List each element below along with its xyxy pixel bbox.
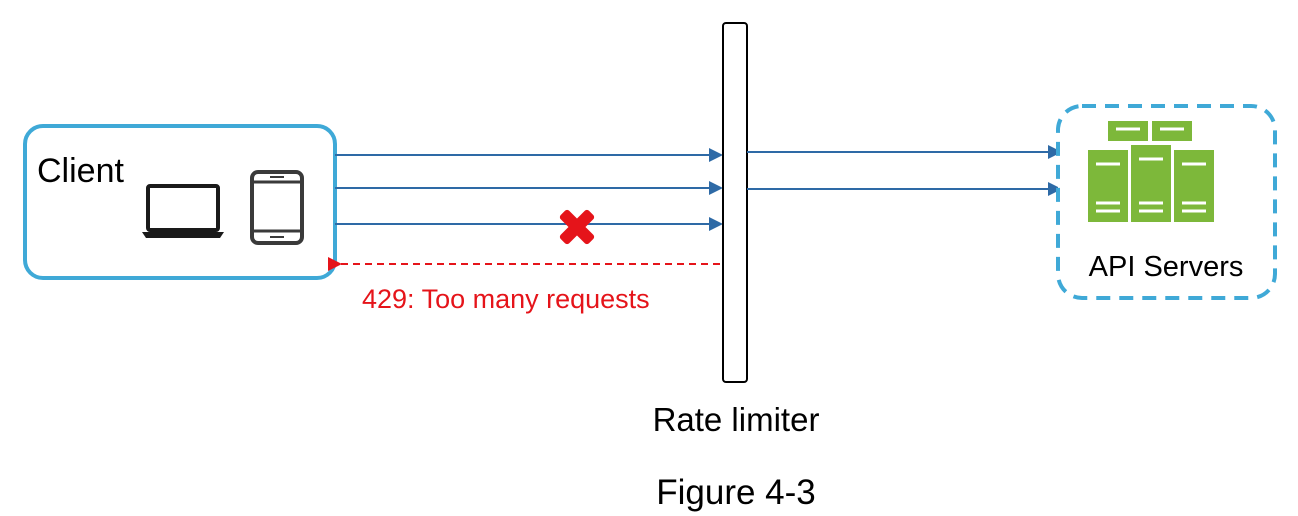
rate-limiter-label: Rate limiter (653, 401, 820, 438)
api-servers-node: API Servers (1056, 104, 1277, 300)
api-servers-label: API Servers (1089, 251, 1244, 283)
tablet-icon (250, 170, 304, 245)
rate-limiter-bar (722, 22, 748, 383)
figure-caption: Figure 4-3 (656, 473, 816, 512)
client-node: Client (23, 124, 337, 280)
client-label: Client (37, 152, 124, 190)
server-rack-icon (1088, 121, 1214, 222)
laptop-icon (142, 184, 224, 238)
red-x-icon (559, 209, 595, 245)
rejection-label: 429: Too many requests (362, 284, 650, 314)
